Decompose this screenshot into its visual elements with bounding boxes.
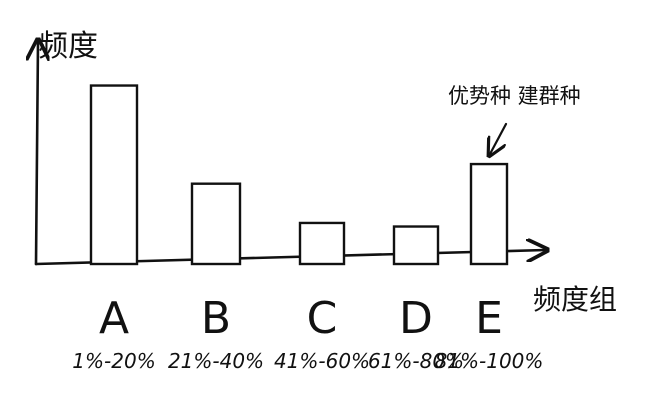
bar-d bbox=[392, 225, 440, 266]
category-label-d: D bbox=[399, 293, 433, 344]
annotation-arrow bbox=[490, 122, 508, 154]
range-label-d: 61%-80% bbox=[368, 349, 464, 373]
category-label-b: B bbox=[201, 293, 231, 344]
bar-b bbox=[190, 182, 242, 266]
category-label-e: E bbox=[475, 293, 503, 344]
bar-c bbox=[298, 221, 346, 266]
range-label-b: 21%-40% bbox=[168, 349, 264, 373]
y-axis-title: 频度 bbox=[38, 29, 98, 64]
range-labels: 1%-20% 21%-40% 41%-60%61%-80%81%-100% bbox=[72, 349, 543, 373]
category-label-a: A bbox=[99, 293, 129, 344]
bar-a bbox=[89, 84, 139, 266]
bars-group bbox=[89, 84, 509, 266]
range-label-a: 1%-20% bbox=[72, 349, 155, 373]
category-label-c: C bbox=[307, 293, 338, 344]
y-axis bbox=[36, 42, 38, 266]
annotation-text: 优势种 建群种 bbox=[448, 84, 581, 108]
range-label-c: 41%-60% bbox=[274, 349, 370, 373]
bar-e bbox=[469, 162, 509, 266]
range-label-e: 81%-100% bbox=[435, 349, 544, 373]
x-axis-title: 频度组 bbox=[533, 283, 617, 316]
